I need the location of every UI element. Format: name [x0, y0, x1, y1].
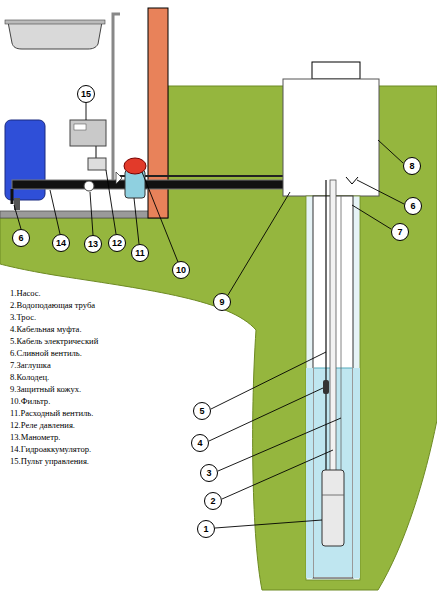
rope: [341, 196, 342, 470]
part-list-item: 6.Сливной вентиль.: [10, 348, 82, 358]
part-list-item: 11.Расходный вентиль.: [10, 408, 93, 418]
pump-seam: [322, 495, 344, 496]
part-list-item: 10.Фильтр.: [10, 396, 50, 406]
part-list-item: 1.Насос.: [10, 288, 41, 298]
callout-number: 1: [197, 520, 215, 538]
floor: [0, 211, 168, 218]
valve: [116, 172, 122, 184]
part-list-item: 15.Пульт управления.: [10, 456, 89, 466]
cable-coupling: [323, 380, 329, 394]
callout-number: 15: [77, 85, 95, 103]
part-list-item: 14.Гидроаккумулятор.: [10, 444, 91, 454]
riser-pipe: [113, 14, 120, 182]
callout-number: 13: [84, 235, 102, 253]
part-list-item: 7.Заглушка: [10, 360, 51, 370]
manometer: [84, 181, 94, 191]
callout-number: 3: [200, 464, 218, 482]
callout-number: 4: [191, 434, 209, 452]
drain-pipe: [11, 189, 14, 204]
callout-number: 9: [213, 293, 231, 311]
panel-display: [74, 124, 86, 130]
pump-cable: [325, 180, 326, 470]
callout-number: 14: [52, 234, 70, 252]
water-outer: [353, 368, 360, 578]
callout-number: 7: [391, 223, 409, 241]
bathtub-rim: [5, 20, 105, 24]
part-list-item: 8.Колодец.: [10, 372, 49, 382]
water-outer: [306, 368, 313, 578]
control-panel: [70, 120, 106, 146]
callout-number: 6: [404, 197, 422, 215]
callout-number: 11: [131, 244, 149, 262]
callout-number: 5: [193, 402, 211, 420]
pressure-relay: [88, 158, 106, 170]
callout-number: 12: [108, 234, 126, 252]
part-list-item: 12.Реле давления.: [10, 420, 75, 430]
part-list-item: 3.Трос.: [10, 312, 36, 322]
part-list-item: 13.Манометр.: [10, 432, 61, 442]
part-list-item: 9.Защитный кожух.: [10, 384, 81, 394]
callout-number: 2: [204, 492, 222, 510]
pump: [322, 470, 344, 546]
drain-valve: [346, 177, 358, 184]
callout-number: 10: [172, 261, 190, 279]
bathtub: [8, 22, 102, 49]
part-list-item: 4.Кабельная муфта.: [10, 324, 82, 334]
well-caisson: [283, 79, 379, 196]
drop-pipe: [330, 180, 336, 472]
part-list-item: 5.Кабель электрический: [10, 336, 98, 346]
well-cap: [312, 62, 360, 79]
part-list-item: 2.Водоподающая труба: [10, 300, 95, 310]
callout-number: 6: [12, 229, 30, 247]
filter-head: [124, 158, 146, 174]
callout-number: 8: [403, 157, 421, 175]
